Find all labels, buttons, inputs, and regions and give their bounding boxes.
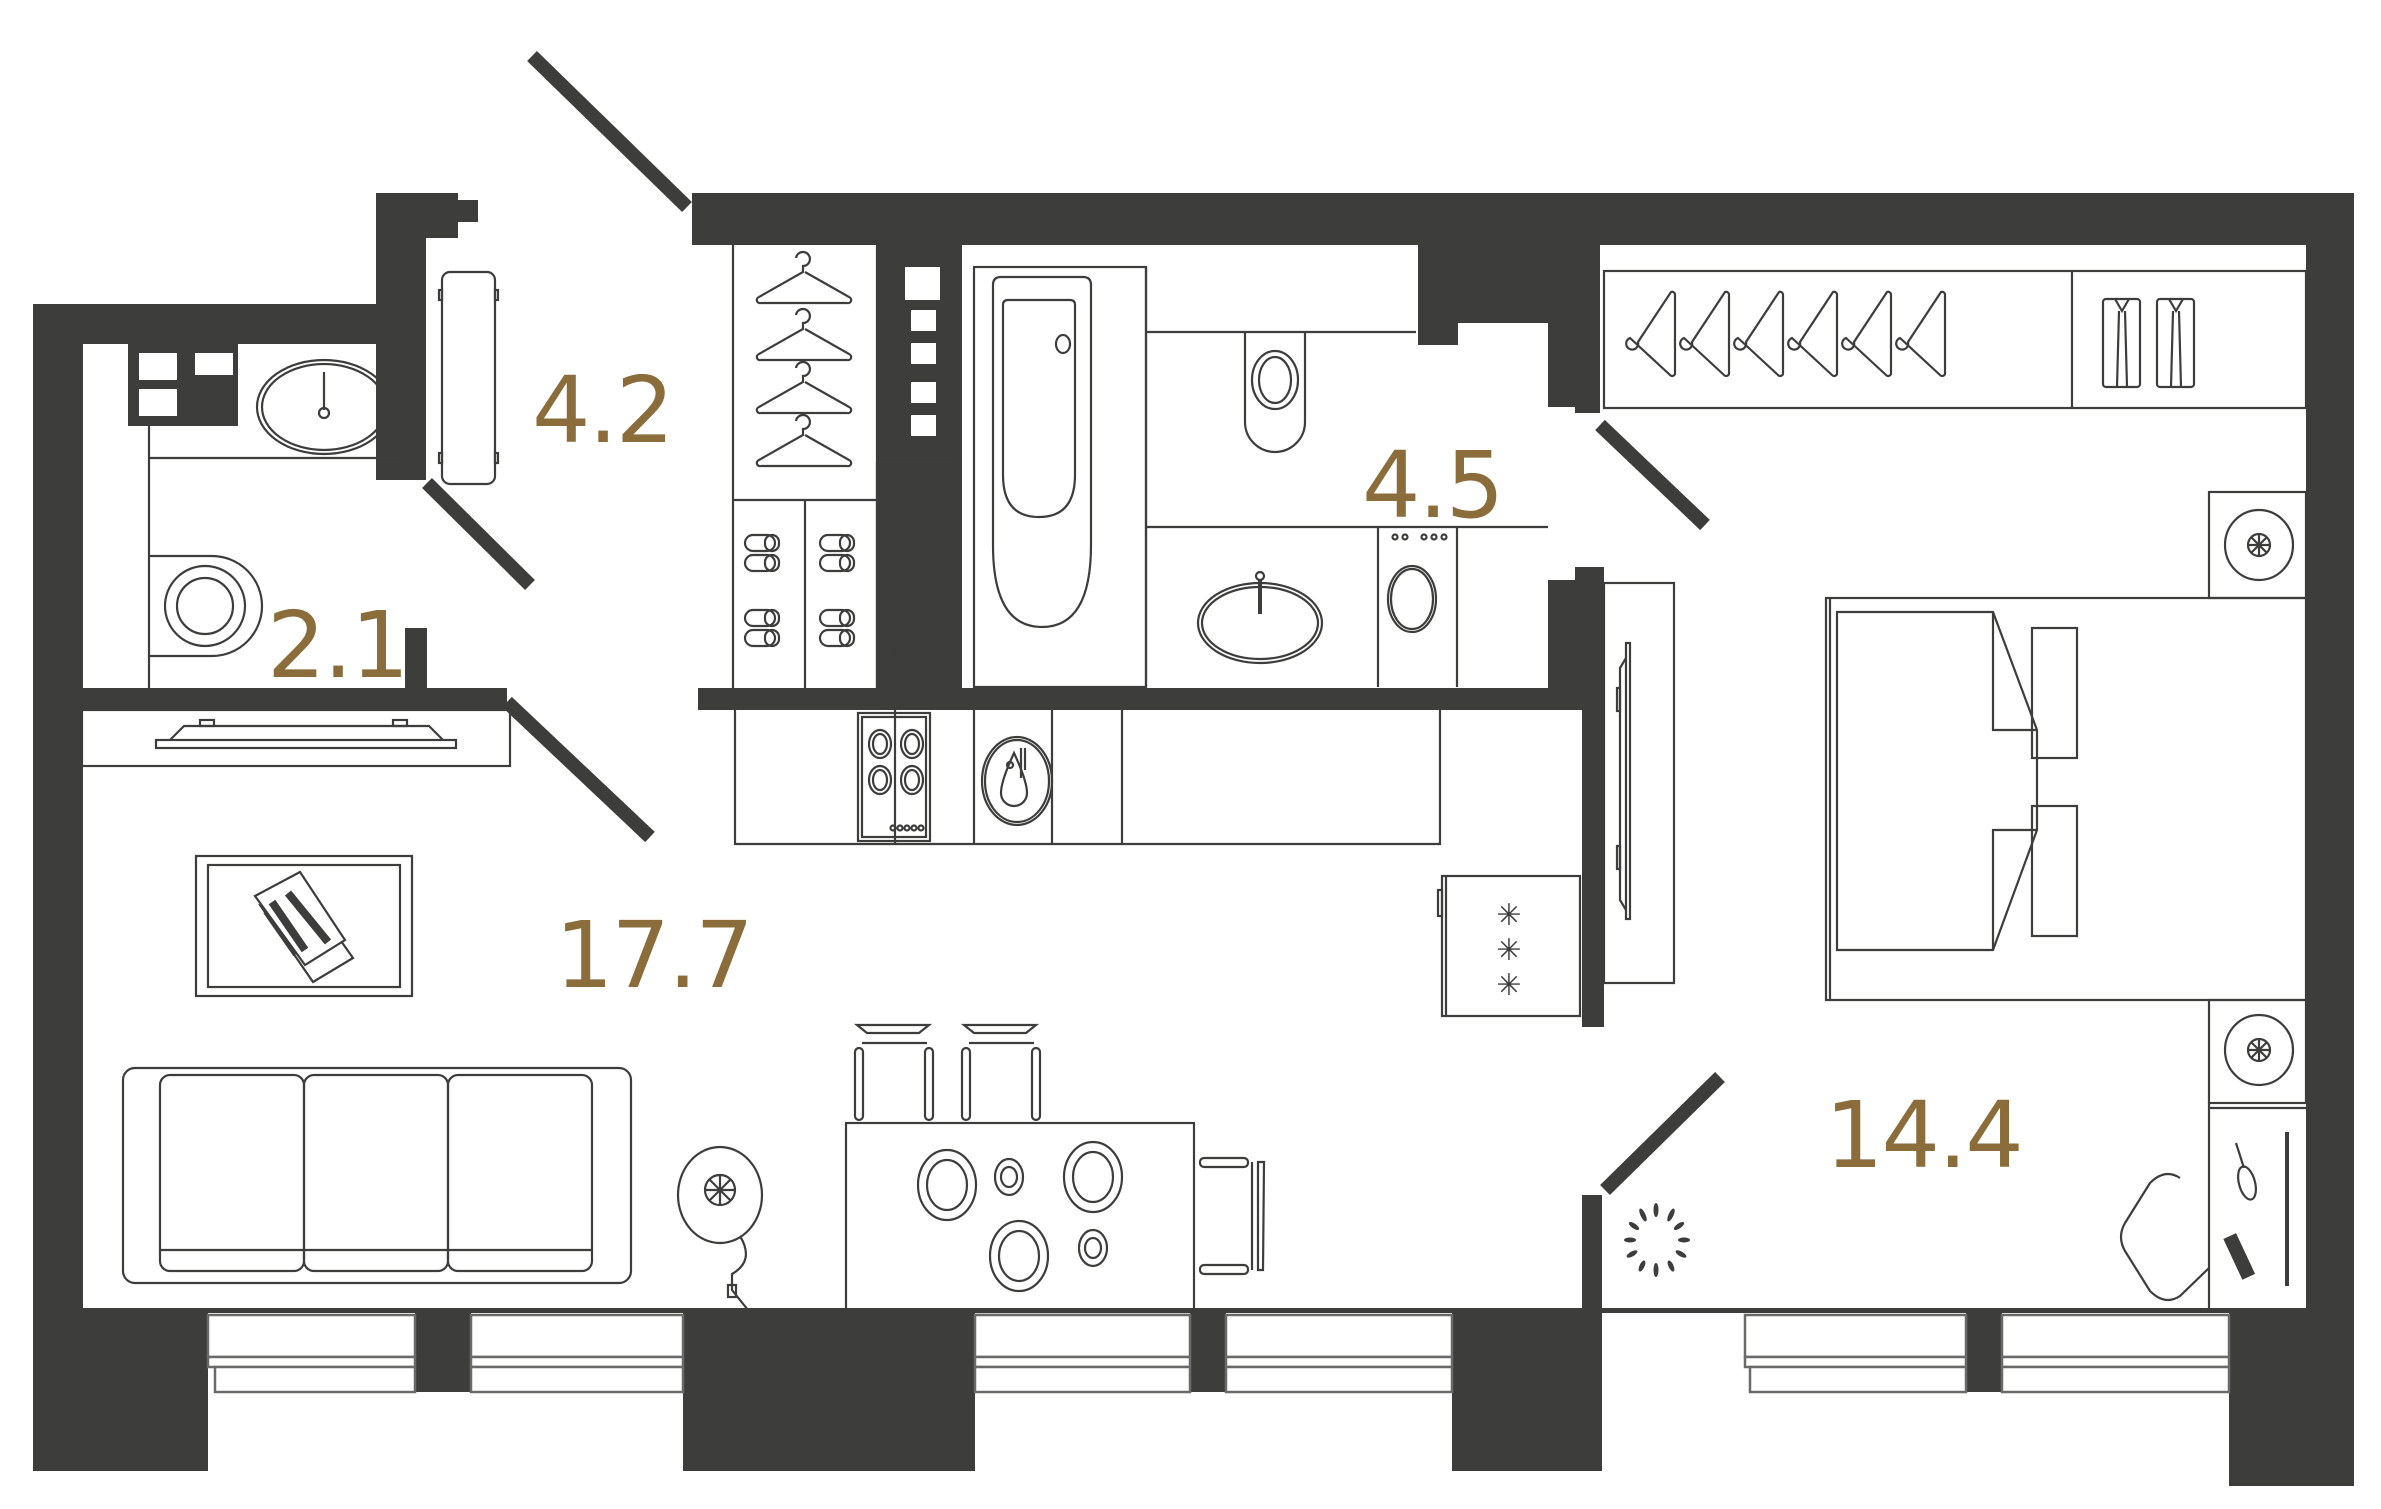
toilet-icon: [149, 554, 264, 658]
coat-hanger-icon: [755, 250, 853, 468]
area-label-wc: 2.1: [267, 592, 409, 699]
window: [1743, 1313, 1968, 1394]
nightstand-icon: [2207, 490, 2308, 600]
comb-icon: [2223, 1233, 2256, 1280]
kitchen-fixtures: ✳ ✳ ✳: [733, 710, 1582, 1018]
area-label-living-kitchen: 17.7: [555, 902, 754, 1009]
dining-table-icon: [844, 1121, 1196, 1314]
hall-fixtures: [437, 241, 961, 705]
plant-icon: [1624, 1203, 1690, 1277]
sofa-icon: [121, 1066, 633, 1285]
slippers-icon: [743, 533, 856, 648]
wc-door: [422, 478, 535, 590]
svg-text:✳: ✳: [1496, 898, 1521, 933]
radiator-icon: [437, 270, 500, 486]
area-label-bathroom: 4.5: [1362, 432, 1504, 539]
coat-hanger-icon: [1625, 290, 1947, 378]
bathroom-door: [1595, 419, 1710, 531]
bedroom-fixtures: [1602, 269, 2308, 1312]
chair-icon: [853, 1023, 935, 1122]
floor-lamp-icon: [676, 1145, 764, 1311]
dustpan-icon: [891, 616, 938, 663]
toilet-icon: [1243, 332, 1307, 454]
entrance-door: [527, 50, 692, 213]
sink-icon: [1196, 570, 1324, 665]
windows: [206, 1313, 2231, 1394]
washing-machine-icon: [1386, 533, 1448, 634]
vanity-icon: [2119, 1103, 2306, 1312]
bathroom-fixtures: [972, 265, 1548, 689]
window: [2000, 1313, 2231, 1394]
bathtub-icon: [991, 275, 1093, 629]
chair-icon: [1198, 1156, 1266, 1276]
window: [469, 1313, 685, 1394]
bedroom-door: [1600, 1072, 1725, 1195]
living-fixtures: [80, 708, 1266, 1314]
sink-icon: [980, 735, 1054, 827]
window: [206, 1313, 417, 1394]
fridge-icon: ✳ ✳ ✳: [1436, 874, 1582, 1018]
doors: [422, 50, 1725, 1195]
living-door: [502, 696, 655, 843]
svg-text:✳: ✳: [1496, 968, 1521, 1003]
stool-icon: [2119, 1172, 2210, 1302]
wc-fixtures: [128, 344, 405, 688]
area-label-bedroom: 14.4: [1825, 1082, 2024, 1189]
water-drop-icon: [999, 750, 1029, 808]
cooktop-icon: [856, 711, 932, 843]
chair-icon: [960, 1023, 1042, 1122]
hand-mirror-icon: [2234, 1142, 2257, 1201]
shirt-icon: [2101, 297, 2196, 389]
window: [973, 1313, 1192, 1394]
sink-icon: [255, 358, 393, 456]
coffee-table-icon: [194, 854, 414, 998]
tv-icon: [1602, 581, 1676, 985]
tv-icon: [154, 718, 458, 750]
nightstand-icon: [2207, 998, 2308, 1105]
area-label-hall: 4.2: [532, 357, 674, 464]
bed-icon: [1824, 596, 2308, 1002]
svg-text:✳: ✳: [1496, 933, 1521, 968]
newspaper-icon: [253, 870, 355, 984]
window: [1224, 1313, 1454, 1394]
